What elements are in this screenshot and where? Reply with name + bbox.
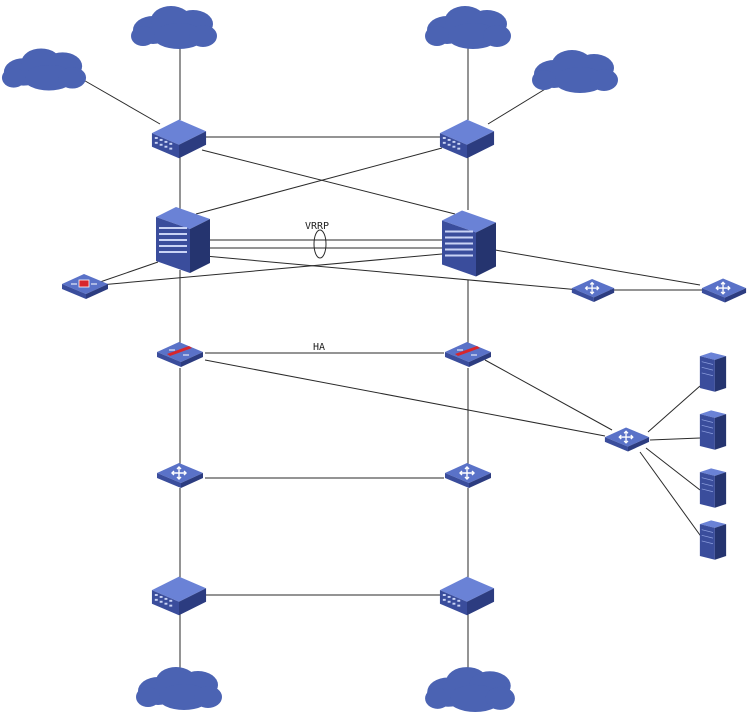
link [99, 253, 443, 286]
router-icon [151, 119, 207, 159]
ha-label: HA [313, 342, 325, 353]
cloud-icon [136, 667, 222, 710]
server-icon [699, 467, 727, 509]
vrrp-ring [313, 229, 327, 259]
link [195, 147, 443, 215]
switch-icon [604, 426, 650, 453]
link [204, 359, 606, 437]
vrrp-label: VRRP [305, 221, 329, 232]
switch-icon [701, 277, 747, 304]
link [204, 255, 581, 291]
firewall-icon [444, 341, 492, 368]
links [79, 40, 706, 672]
cloud-icon [532, 50, 618, 93]
switch-icon [444, 462, 492, 489]
server-icon [699, 409, 727, 451]
link [647, 385, 701, 433]
cloud-icon [425, 6, 511, 49]
link [201, 149, 456, 215]
core-switch-icon [156, 207, 210, 273]
link [649, 437, 701, 441]
server-icon [699, 351, 727, 393]
link [639, 451, 706, 543]
link [494, 249, 701, 286]
firewall-icon [156, 341, 204, 368]
link [645, 447, 701, 491]
cloud-icon [131, 6, 217, 49]
link [484, 359, 613, 431]
router-icon [439, 576, 495, 616]
switch-icon [571, 278, 615, 303]
switch-icon [156, 462, 204, 489]
access-device-icon [61, 273, 109, 300]
link [99, 261, 159, 283]
router-icon [151, 576, 207, 616]
cloud-icon [425, 667, 515, 712]
core-switch-icon [442, 210, 496, 277]
server-icon [699, 519, 727, 561]
cloud-icon [1, 48, 87, 91]
link [79, 77, 161, 125]
router-icon [439, 119, 495, 159]
